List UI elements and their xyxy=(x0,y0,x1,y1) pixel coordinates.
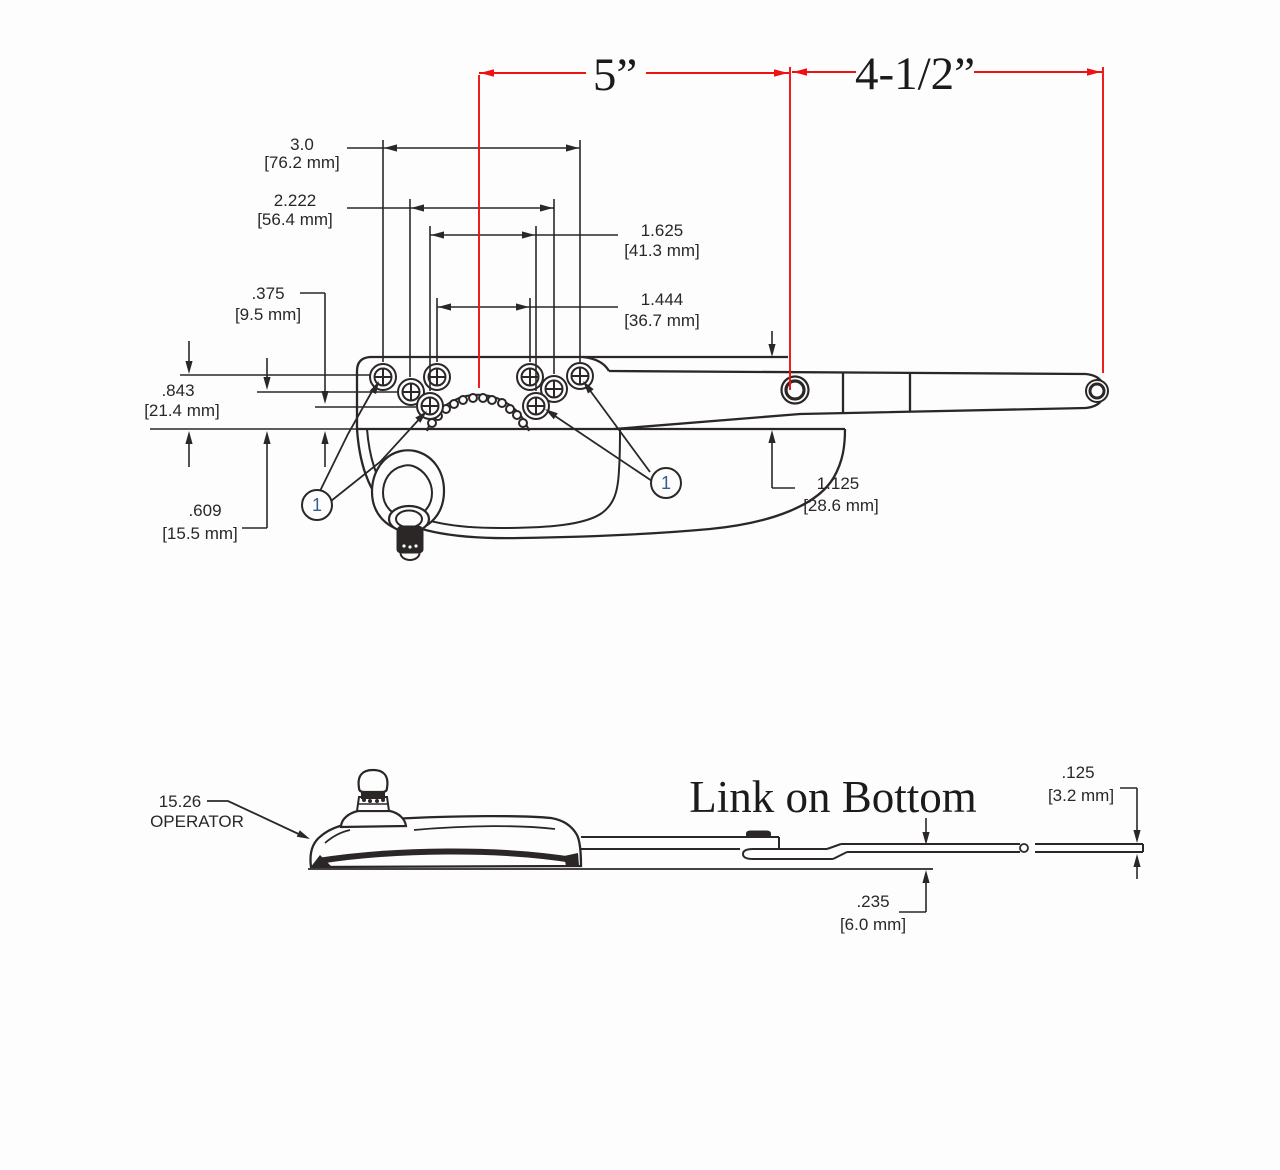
dimension-3-0 xyxy=(347,140,581,362)
dimension-0-125 xyxy=(1120,787,1141,879)
dimension-2-222 xyxy=(347,199,555,377)
dimension-0-235 xyxy=(899,818,930,913)
gasket-seal xyxy=(317,848,574,864)
dim-0-125-mm: [3.2 mm] xyxy=(1048,786,1114,805)
dim-0-125-in: .125 xyxy=(1061,763,1094,782)
dim-3-0-mm: [76.2 mm] xyxy=(264,153,340,172)
operator-callout xyxy=(207,800,312,843)
dim-2-222-mm: [56.4 mm] xyxy=(257,210,333,229)
dim-0-375-mm: [9.5 mm] xyxy=(235,305,301,324)
side-view: 15.26 OPERATOR Link on Bottom .125 [3.2 … xyxy=(150,763,1144,934)
dim-1-444-mm: [36.7 mm] xyxy=(624,311,700,330)
dimension-1-444 xyxy=(436,298,618,362)
balloon-right-number: 1 xyxy=(661,473,671,493)
dimension-1-625 xyxy=(429,226,618,391)
dim-1-444-in: 1.444 xyxy=(641,290,684,309)
arm-end-hole xyxy=(1085,379,1109,403)
balloon-callouts xyxy=(301,378,682,521)
spindle-knurl-top xyxy=(396,525,424,554)
balloon-left-number: 1 xyxy=(312,495,322,515)
arm-pivot-hole xyxy=(780,375,810,405)
span-5in-label: 5” xyxy=(593,49,637,101)
spindle-side xyxy=(339,768,408,829)
operator-body-side xyxy=(309,814,583,869)
dim-0-235-mm: [6.0 mm] xyxy=(840,915,906,934)
span-4-5in-label: 4-1/2” xyxy=(855,48,975,100)
dim-0-609-in: .609 xyxy=(188,501,221,520)
link-hole xyxy=(1019,843,1029,853)
operator-arm-top xyxy=(608,369,1106,431)
balloon-1-left xyxy=(301,489,333,521)
dim-0-843-in: .843 xyxy=(161,381,194,400)
dim-1-125-in: 1.125 xyxy=(817,474,860,493)
dimension-0-609 xyxy=(242,358,271,529)
balloon-1-right xyxy=(650,467,682,499)
dim-1-125-mm: [28.6 mm] xyxy=(803,496,879,515)
operator-callout-value: 15.26 xyxy=(159,792,202,811)
dimension-0-843 xyxy=(185,341,193,467)
dim-1-625-mm: [41.3 mm] xyxy=(624,241,700,260)
dim-2-222-in: 2.222 xyxy=(274,191,317,210)
dim-3-0-in: 3.0 xyxy=(290,135,314,154)
dim-0-235-in: .235 xyxy=(856,892,889,911)
arm-and-link-side xyxy=(581,830,1144,860)
red-span-dimensions xyxy=(478,67,1104,390)
mounting-screws xyxy=(369,362,594,420)
dim-0-609-mm: [15.5 mm] xyxy=(162,524,238,543)
dim-0-843-mm: [21.4 mm] xyxy=(144,401,220,420)
link-left-end xyxy=(741,848,754,860)
pivot-rivet xyxy=(746,830,771,837)
link-on-bottom-note: Link on Bottom xyxy=(689,772,977,822)
dimension-1-125 xyxy=(768,331,795,489)
mounting-plate xyxy=(355,355,845,431)
dimension-0-375 xyxy=(300,292,329,467)
spindle-boss-top xyxy=(370,449,446,561)
dim-1-625-in: 1.625 xyxy=(641,221,684,240)
operator-callout-label: OPERATOR xyxy=(150,812,244,831)
dim-0-375-in: .375 xyxy=(251,284,284,303)
top-view: 1 1 3.0 [76.2 mm] 2.222 [56.4 mm] xyxy=(144,48,1109,561)
spindle-cap xyxy=(357,768,389,794)
spindle-skirt xyxy=(339,809,408,829)
